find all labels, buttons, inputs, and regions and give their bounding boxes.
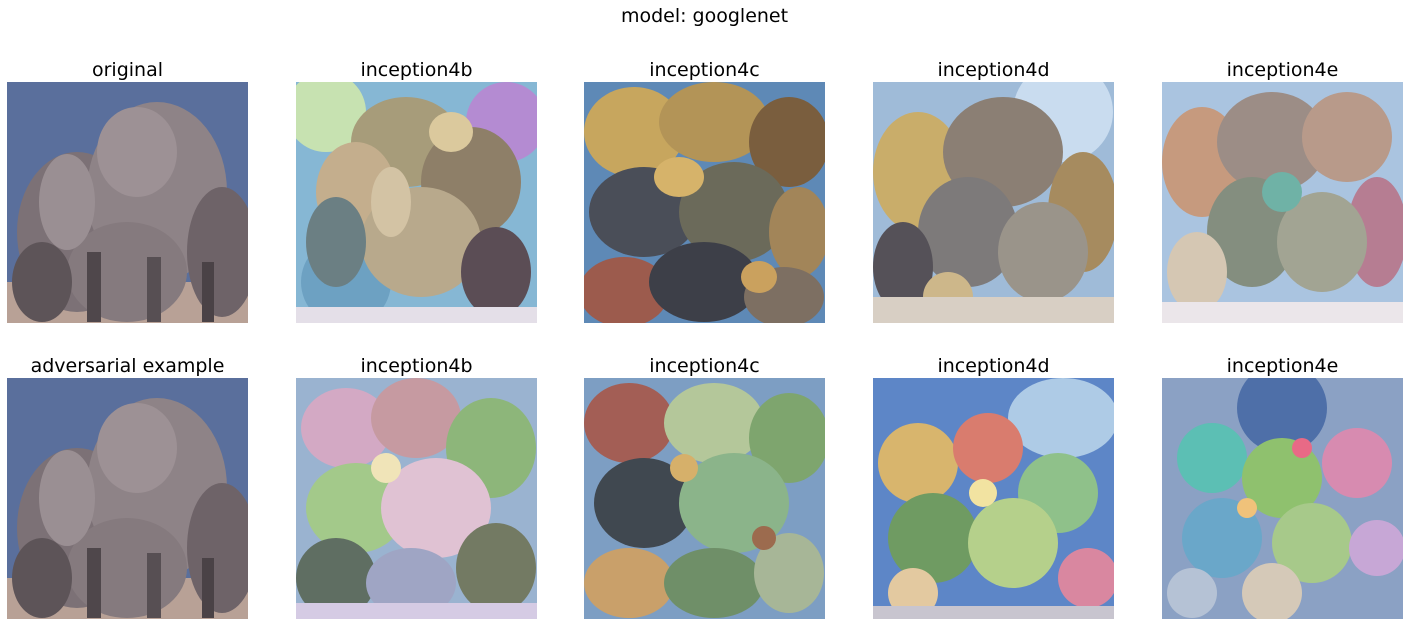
figure-title: model: googlenet	[620, 5, 789, 27]
deepdream-dogs-image	[584, 82, 825, 323]
elephant-photo-adversarial-image	[7, 378, 248, 619]
deepdream-flowers-image	[873, 378, 1114, 619]
panel-title: inception4e	[1226, 59, 1339, 81]
deepdream-flowers-image	[1162, 378, 1403, 619]
deepdream-elephants-image	[1162, 82, 1403, 323]
deepdream-animals-image	[296, 82, 537, 323]
deepdream-leaves-dogs-image	[584, 378, 825, 619]
elephant-photo-image	[7, 82, 248, 323]
panel-title: inception4b	[360, 59, 473, 81]
panel-title: inception4d	[937, 59, 1050, 81]
panel-title: inception4b	[360, 355, 473, 377]
deepdream-elephants-image	[873, 82, 1114, 323]
panel-title: inception4c	[649, 355, 760, 377]
deepdream-leaves-image	[296, 378, 537, 619]
panel-title: inception4e	[1226, 355, 1339, 377]
panel-title: inception4c	[649, 59, 760, 81]
panel-title: adversarial example	[30, 355, 225, 377]
panel-title: original	[91, 59, 164, 81]
panel-title: inception4d	[937, 355, 1050, 377]
